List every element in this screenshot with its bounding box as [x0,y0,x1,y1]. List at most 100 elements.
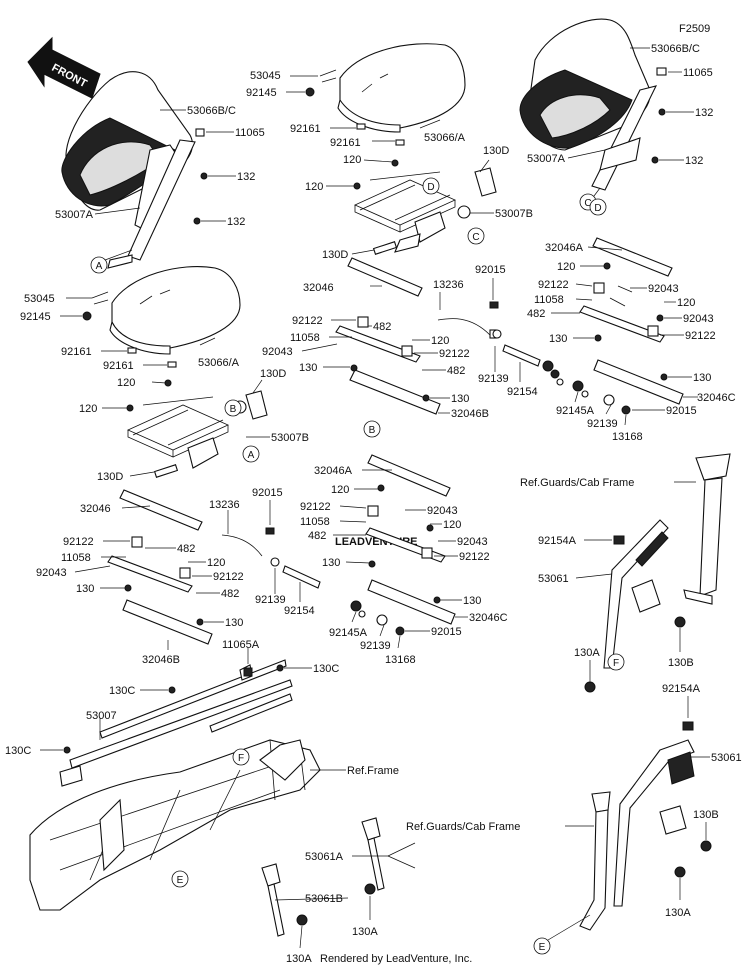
label-120: 120 [677,297,695,309]
label-53061a: 53061A [305,851,344,863]
label-11058: 11058 [534,294,564,306]
label-130a: 130A [665,907,691,919]
label-92043: 92043 [427,505,458,517]
label-130b: 130B [693,809,719,821]
label-92145a: 92145A [329,627,368,639]
label-92139: 92139 [255,594,286,606]
callout-d-right [589,198,607,216]
label-130b: 130B [668,657,694,669]
callout-a-top [90,256,108,274]
label-53066a: 53066/A [198,357,240,369]
label-92122: 92122 [685,330,716,342]
label-92015: 92015 [475,264,506,276]
label-92043: 92043 [683,313,714,325]
label-482: 482 [177,543,195,555]
slide-rail-assy-left [107,489,321,645]
front-direction-arrow: FRONT [27,36,101,99]
label-130: 130 [549,333,567,345]
label-92043: 92043 [262,346,293,358]
callout-letter: A [96,261,103,272]
label-32046: 32046 [303,282,334,294]
backrest-left [61,71,196,269]
label-92161: 92161 [103,360,134,372]
label-130c: 130C [109,685,135,697]
callout-f-frame [232,748,250,766]
label-130a: 130A [352,926,378,938]
label-92122: 92122 [213,571,244,583]
slide-rail-assy-center [335,257,564,415]
label-120: 120 [117,377,135,389]
label-13168: 13168 [612,431,643,443]
callout-letter: B [230,404,237,415]
label-11058: 11058 [290,332,320,344]
label-120: 120 [443,519,461,531]
label-53061b: 53061B [305,893,343,905]
label-53007a: 53007A [55,209,94,221]
label-130: 130 [322,557,340,569]
label-92043: 92043 [648,283,679,295]
label-32046: 32046 [80,503,111,515]
label-32046a: 32046A [314,465,353,477]
label-92043: 92043 [36,567,67,579]
label-92122: 92122 [538,279,569,291]
label-120: 120 [431,335,449,347]
label-132: 132 [695,107,713,119]
label-92043: 92043 [457,536,488,548]
label-92154a: 92154A [538,535,577,547]
label-92154: 92154 [284,605,315,617]
label-11065a: 11065A [222,639,260,651]
label-120: 120 [557,261,575,273]
ref-guards-cab-frame-bottom: Ref.Guards/Cab Frame [406,821,520,833]
backrest-right [519,18,658,191]
callout-letter: D [594,203,601,214]
label-32046c: 32046C [469,612,508,624]
label-130: 130 [299,362,317,374]
slide-rail-assy-center-lower [365,454,456,625]
label-32046b: 32046B [142,654,180,666]
label-53066a: 53066/A [424,132,466,144]
seat-slide-frame-top [354,171,456,243]
seat-belt-assy-top [603,453,731,669]
ref-guards-cab-frame-top: Ref.Guards/Cab Frame [520,477,634,489]
label-130d: 130D [322,249,348,261]
label-53007b: 53007B [495,208,533,220]
slide-rail-assy-right [579,237,684,405]
callout-e-belt [533,937,551,955]
callout-letter: E [177,875,184,886]
label-11065: 11065 [235,127,265,139]
label-32046b: 32046B [451,408,489,420]
label-120: 120 [207,557,225,569]
label-130: 130 [693,372,711,384]
label-92015: 92015 [431,626,462,638]
label-92145: 92145 [246,87,277,99]
label-32046a: 32046A [545,242,584,254]
label-53045: 53045 [24,293,55,305]
callout-letter: B [369,425,376,436]
callout-letter: F [238,753,244,764]
label-482: 482 [447,365,465,377]
callout-a-left [242,445,260,463]
label-92122: 92122 [459,551,490,563]
label-92015: 92015 [666,405,697,417]
label-130c: 130C [5,745,31,757]
label-13236: 13236 [433,279,464,291]
label-130a: 130A [574,647,600,659]
label-482: 482 [308,530,326,542]
callout-letter: C [584,198,591,209]
label-53007: 53007 [86,710,117,722]
label-92139: 92139 [360,640,391,652]
seat-cushion-left [109,266,241,355]
credit-text: Rendered by LeadVenture, Inc. [320,953,472,965]
label-120: 120 [79,403,97,415]
label-11058: 11058 [61,552,91,564]
seat-belt-buckle-center [361,817,385,895]
label-130d: 130D [483,145,509,157]
label-92122: 92122 [292,315,323,327]
label-53066bc: 53066B/C [187,105,236,117]
callout-letter: D [427,182,434,193]
seat-slide-frame-left [127,396,229,469]
label-130a: 130A [286,953,312,965]
label-92122: 92122 [300,501,331,513]
label-53007b: 53007B [271,432,309,444]
